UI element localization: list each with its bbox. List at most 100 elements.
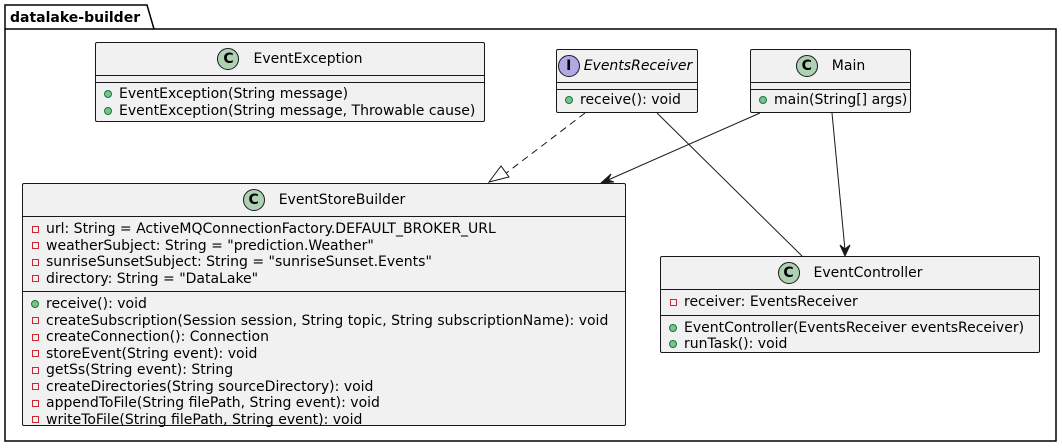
method-text: createDirectories(String sourceDirectory…	[46, 378, 374, 395]
field-row: sunriseSunsetSubject: String = "sunriseS…	[30, 254, 625, 271]
public-marker-icon	[103, 90, 113, 99]
divider	[96, 82, 484, 83]
divider	[23, 291, 625, 292]
method-text: receive(): void	[46, 296, 147, 312]
method-row: storeEvent(String event): void	[30, 346, 625, 363]
interface-events-receiver[interactable]: I EventsReceiver receive(): void	[556, 49, 698, 113]
package-name: datalake-builder	[10, 10, 140, 26]
methods-section: EventException(String message) EventExce…	[96, 83, 484, 123]
method-text: appendToFile(String filePath, String eve…	[46, 395, 380, 411]
method-row: receive(): void	[30, 296, 625, 313]
method-text: writeToFile(String filePath, String even…	[46, 411, 363, 428]
class-event-store-builder[interactable]: C EventStoreBuilder url: String = Active…	[22, 183, 626, 428]
class-stereotype-icon: C	[795, 55, 818, 77]
association-edge	[656, 112, 803, 257]
private-marker-icon	[30, 416, 40, 424]
private-marker-icon	[30, 399, 40, 407]
realization-arrowhead	[487, 165, 510, 183]
method-text: main(String[] args)	[774, 92, 908, 108]
method-row: createSubscription(Session session, Stri…	[30, 313, 625, 330]
realization-edge	[487, 112, 586, 183]
method-text: EventController(EventsReceiver eventsRec…	[684, 319, 1025, 336]
methods-section: EventController(EventsReceiver eventsRec…	[661, 316, 1039, 357]
class-event-controller[interactable]: C EventController receiver: EventsReceiv…	[660, 256, 1040, 353]
public-marker-icon	[564, 96, 574, 105]
method-row: createConnection(): Connection	[30, 329, 625, 346]
arrowhead	[599, 173, 615, 184]
private-marker-icon	[30, 275, 40, 283]
private-marker-icon	[30, 350, 40, 358]
fields-section: url: String = ActiveMQConnectionFactory.…	[23, 217, 625, 291]
field-row: url: String = ActiveMQConnectionFactory.…	[30, 221, 625, 238]
class-stereotype-icon: C	[777, 262, 800, 284]
class-header: C EventStoreBuilder	[23, 184, 625, 216]
method-row: main(String[] args)	[758, 92, 910, 109]
method-text: EventException(String message, Throwable…	[119, 102, 476, 119]
class-name: Main	[831, 58, 866, 74]
class-header: I EventsReceiver	[557, 50, 697, 82]
class-stereotype-icon: C	[217, 48, 240, 70]
private-marker-icon	[30, 242, 40, 250]
public-marker-icon	[668, 340, 678, 349]
method-text: storeEvent(String event): void	[46, 345, 258, 362]
method-row: createDirectories(String sourceDirectory…	[30, 379, 625, 396]
divider	[23, 216, 625, 217]
dependency-edge-main-to-controller	[831, 112, 851, 258]
class-name: EventController	[813, 265, 923, 281]
method-row: EventException(String message, Throwable…	[103, 103, 484, 120]
divider	[557, 89, 697, 90]
method-row: EventException(String message)	[103, 86, 484, 103]
class-event-exception[interactable]: C EventException EventException(String m…	[95, 42, 485, 122]
method-row: getSs(String event): String	[30, 362, 625, 379]
method-row: EventController(EventsReceiver eventsRec…	[668, 320, 1039, 337]
method-text: runTask(): void	[684, 336, 788, 352]
private-marker-icon	[30, 383, 40, 391]
class-header: C EventException	[96, 43, 484, 75]
method-text: receive(): void	[580, 92, 681, 108]
field-text: receiver: EventsReceiver	[684, 294, 858, 310]
public-marker-icon	[668, 323, 678, 332]
private-marker-icon	[30, 225, 40, 233]
method-text: createSubscription(Session session, Stri…	[46, 312, 609, 329]
divider	[661, 289, 1039, 290]
field-text: sunriseSunsetSubject: String = "sunriseS…	[46, 254, 432, 270]
package-frame: datalake-builder	[4, 4, 1057, 442]
field-row: weatherSubject: String = "prediction.Wea…	[30, 238, 625, 255]
method-text: getSs(String event): String	[46, 362, 234, 378]
private-marker-icon	[30, 333, 40, 341]
method-text: createConnection(): Connection	[46, 329, 269, 345]
divider	[557, 82, 697, 83]
fields-section: receiver: EventsReceiver	[661, 290, 1039, 315]
method-row: writeToFile(String filePath, String even…	[30, 412, 625, 429]
method-row: appendToFile(String filePath, String eve…	[30, 395, 625, 412]
method-row: receive(): void	[564, 92, 697, 109]
field-text: weatherSubject: String = "prediction.Wea…	[46, 237, 374, 254]
divider	[751, 82, 910, 83]
field-text: url: String = ActiveMQConnectionFactory.…	[46, 221, 496, 237]
public-marker-icon	[30, 300, 40, 309]
methods-section: receive(): void	[557, 90, 697, 113]
interface-name: EventsReceiver	[583, 58, 693, 74]
class-header: C EventController	[661, 257, 1039, 289]
method-row: runTask(): void	[668, 336, 1039, 353]
private-marker-icon	[668, 298, 678, 306]
public-marker-icon	[103, 106, 113, 115]
interface-stereotype-icon: I	[557, 55, 580, 77]
private-marker-icon	[30, 258, 40, 266]
class-name: EventException	[253, 51, 363, 67]
field-row: directory: String = "DataLake"	[30, 271, 625, 288]
dependency-edge-main-to-store	[599, 112, 761, 184]
arrowhead	[839, 244, 851, 258]
private-marker-icon	[30, 317, 40, 325]
divider	[751, 89, 910, 90]
public-marker-icon	[758, 96, 768, 105]
class-name: EventStoreBuilder	[278, 192, 406, 208]
class-header: C Main	[751, 50, 910, 82]
divider	[661, 314, 1039, 316]
private-marker-icon	[30, 366, 40, 374]
methods-section: receive(): void createSubscription(Sessi…	[23, 292, 625, 432]
divider	[96, 75, 484, 76]
class-main[interactable]: C Main main(String[] args)	[750, 49, 911, 113]
